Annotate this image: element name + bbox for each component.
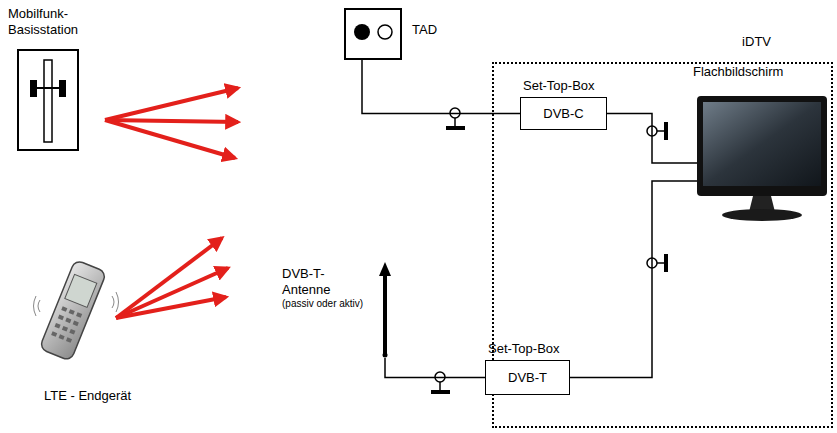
bezel xyxy=(697,96,827,196)
box-text: DVB-T xyxy=(508,370,547,386)
phone-icon xyxy=(39,260,106,362)
radio-waves xyxy=(105,88,238,158)
coax-cable xyxy=(570,181,697,378)
antenna-mast xyxy=(383,274,387,354)
antenna-icon xyxy=(378,262,392,358)
flat-screen-icon xyxy=(693,72,831,227)
box-heading: Set-Top-Box xyxy=(523,78,595,94)
box-label: TAD xyxy=(412,22,437,38)
coax-connector xyxy=(431,108,666,392)
screen-label: Flachbildschirm xyxy=(693,64,783,80)
region-title: iDTV xyxy=(742,34,771,50)
socket xyxy=(378,25,392,39)
stand-base xyxy=(722,209,802,221)
radio-waves xyxy=(116,238,228,318)
system-region: iDTVSet-Top-BoxDVB-CFlachbildschirmSet-T… xyxy=(492,62,833,428)
free-label: Mobilfunk- Basisstation xyxy=(8,6,88,37)
coax-cable xyxy=(362,60,520,114)
set-top-box: Set-Top-BoxDVB-C xyxy=(520,97,607,130)
antenna-note: (passiv oder aktiv) xyxy=(282,298,370,310)
box-heading: Set-Top-Box xyxy=(488,341,560,357)
coax-cable xyxy=(385,358,485,378)
antenna-label: DVB-T- Antenne xyxy=(282,266,370,297)
antenna-foot xyxy=(383,353,388,358)
base-station-icon xyxy=(18,50,78,150)
box-text: DVB-C xyxy=(543,106,583,122)
tad-sockets xyxy=(346,10,400,58)
socket xyxy=(354,24,370,40)
coax-cable xyxy=(607,114,697,164)
flat-screen: Flachbildschirm xyxy=(693,72,831,227)
screen xyxy=(703,102,821,186)
antenna-tip xyxy=(379,262,391,276)
antenna: DVB-T- Antenne(passiv oder aktiv) xyxy=(378,262,392,358)
free-label: LTE - Endgerät xyxy=(44,388,184,404)
set-top-box: Set-Top-BoxDVB-T xyxy=(485,360,570,395)
phone-vibration xyxy=(34,292,119,316)
tad-box: TAD xyxy=(344,8,402,60)
